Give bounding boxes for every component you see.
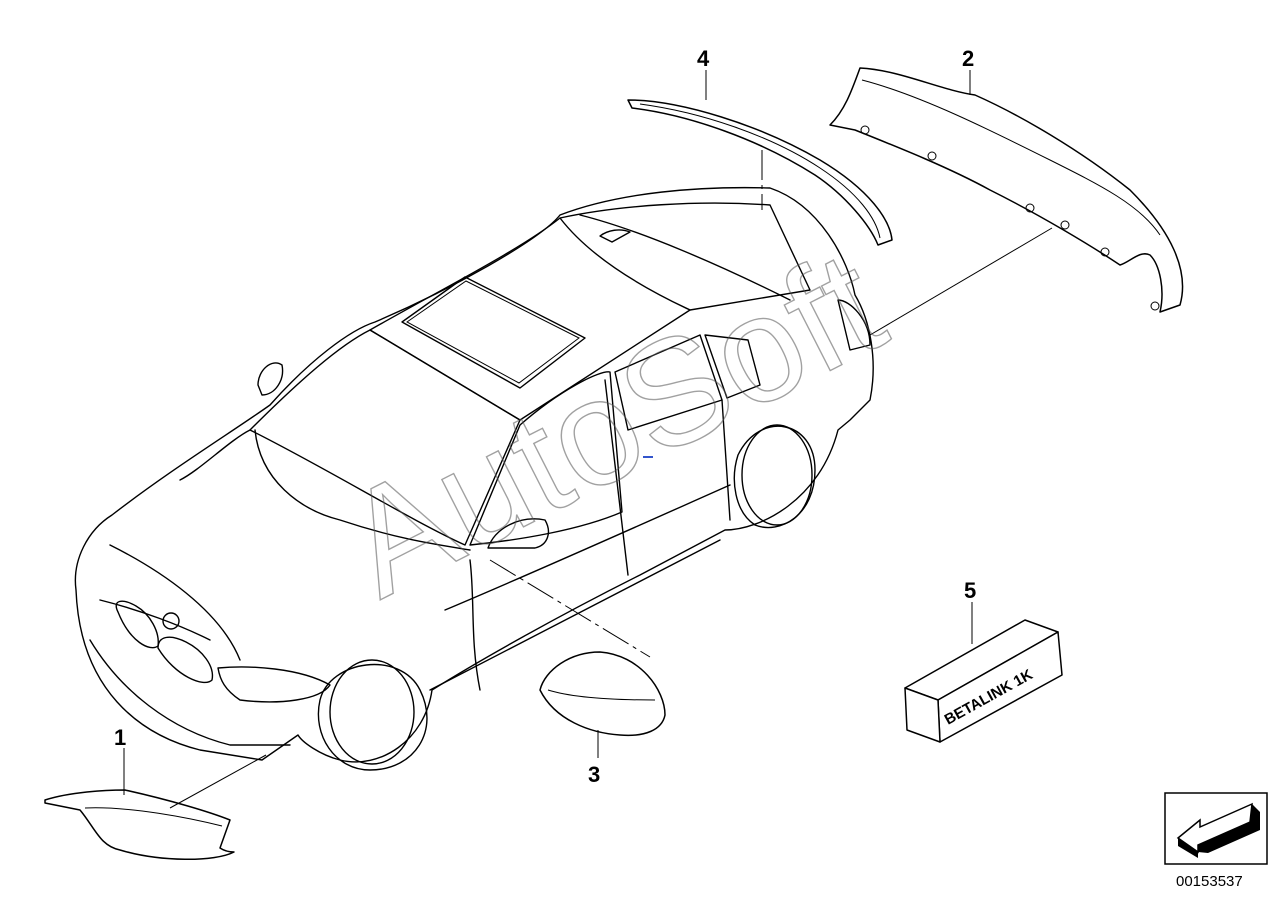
front-splitter-part — [44, 789, 235, 861]
mirror-cap-part — [539, 651, 666, 737]
callout-1: 1 — [114, 725, 126, 750]
rear-apron-part — [829, 67, 1184, 313]
car-illustration — [74, 186, 874, 771]
betalink-box-part — [904, 619, 1063, 743]
callout-5: 5 — [964, 578, 976, 603]
arrow-down-left-icon — [1164, 792, 1268, 865]
callout-2: 2 — [962, 46, 974, 71]
callout-4: 4 — [697, 46, 710, 71]
roof-spoiler-part — [627, 99, 893, 246]
watermark: AutoSoft — [318, 218, 907, 629]
leader-lines — [123, 70, 1053, 809]
reference-number: 00153537 — [1176, 873, 1243, 890]
callout-3: 3 — [588, 762, 600, 787]
